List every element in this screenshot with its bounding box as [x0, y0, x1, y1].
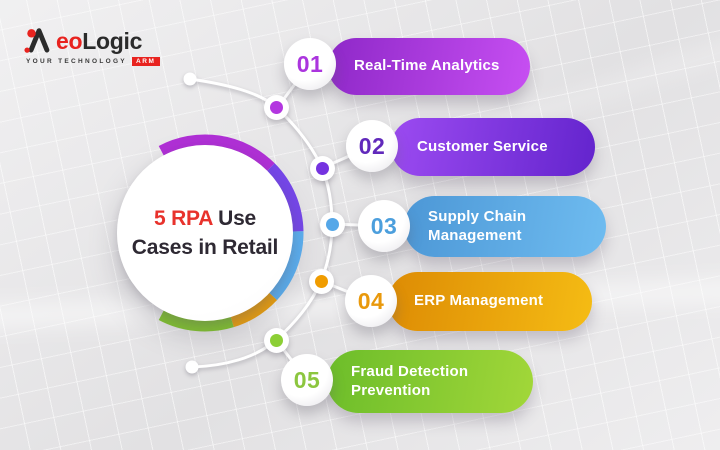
ring-segment-1 [158, 134, 275, 172]
dot-inner-1 [270, 101, 283, 114]
number-bubble-4: 04 [345, 275, 397, 327]
brand-logo: eoLogic Your Technology Arm [24, 26, 160, 66]
bubble-number-5: 05 [293, 366, 321, 393]
connector-dot-4 [309, 269, 334, 294]
center-circle: 5 RPA Use Cases in Retail [117, 145, 293, 321]
connector-dot-3 [320, 212, 345, 237]
ring-segment-2 [266, 163, 304, 232]
pill-4: ERP Management [388, 272, 592, 331]
brand-tagline-badge: Arm [131, 57, 160, 66]
bubble-number-2: 02 [358, 132, 386, 159]
bubble-number-1: 01 [296, 50, 324, 77]
number-bubble-1: 01 [284, 38, 336, 90]
center-ring [158, 134, 304, 332]
brand-tagline: Your Technology [26, 58, 127, 65]
title-line1-rest: Use [212, 206, 257, 230]
brand-name-red: eo [56, 28, 83, 54]
connector-end-dot-bottom [185, 360, 199, 374]
ring-segment-5 [158, 310, 234, 332]
dot-inner-5 [270, 334, 283, 347]
pill-label-5: Fraud Detection Prevention [351, 362, 469, 399]
brand-logo-icon [24, 28, 50, 53]
number-bubble-5: 05 [281, 354, 333, 406]
dot-inner-4 [315, 275, 328, 288]
number-bubble-2: 02 [346, 120, 398, 172]
pill-label-3: Supply Chain Management [428, 207, 527, 244]
bubble-number-3: 03 [370, 212, 398, 239]
dot-inner-3 [326, 218, 339, 231]
pill-label-4: ERP Management [414, 292, 544, 310]
connector-end-dot-top [183, 72, 197, 86]
pill-3: Supply Chain Management [404, 196, 606, 257]
infographic-title: 5 RPA Use Cases in Retail [131, 204, 279, 263]
connector-dot-2 [310, 156, 335, 181]
pill-1: Real-Time Analytics [328, 38, 530, 95]
brand-name-dark: Logic [82, 28, 143, 54]
brand-name: eoLogic [56, 30, 142, 53]
pill-2: Customer Service [391, 118, 595, 176]
pill-label-2: Customer Service [417, 137, 548, 155]
pill-5: Fraud Detection Prevention [327, 350, 533, 413]
ring-segment-3 [268, 231, 304, 301]
number-bubble-3: 03 [358, 200, 410, 252]
ring-segment-4 [230, 292, 278, 328]
dot-inner-2 [316, 162, 329, 175]
pill-label-1: Real-Time Analytics [354, 57, 500, 75]
connector-dot-5 [264, 328, 289, 353]
title-line2: Cases in Retail [131, 236, 279, 259]
connector-dot-1 [264, 95, 289, 120]
bubble-number-4: 04 [357, 287, 385, 314]
title-highlight: 5 RPA [153, 206, 213, 230]
